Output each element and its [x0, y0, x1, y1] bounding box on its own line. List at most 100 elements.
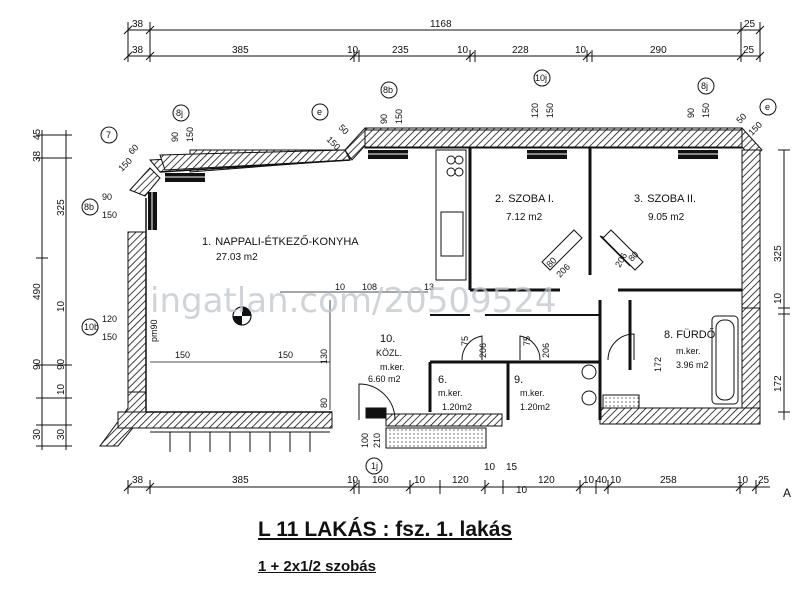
inner-dim: 206: [478, 343, 488, 358]
svg-text:1.NAPPALI-ÉTKEZŐ-KONYHA: 1.NAPPALI-ÉTKEZŐ-KONYHA: [202, 234, 359, 248]
inner-dimension-lines: [150, 291, 428, 410]
dim-top-left: 38: [132, 19, 144, 30]
room-sub: m.ker.: [676, 346, 701, 356]
room-6: 6. m.ker. 1.20m2: [438, 374, 472, 412]
window-dim: 120: [530, 103, 540, 118]
svg-text:2.SZOBA I.: 2.SZOBA I.: [495, 193, 554, 205]
room-sub: m.ker.: [380, 362, 405, 372]
dim-bottom: 40: [596, 475, 608, 486]
window-dim: 150: [116, 156, 134, 174]
corner-mark: A: [783, 486, 792, 500]
kitchen-counter: [435, 149, 467, 281]
inner-dim: 206: [541, 343, 551, 358]
dim-bottom: 10: [484, 462, 496, 473]
inner-dim: 130: [319, 349, 329, 364]
plan-subtitle: 1 + 2x1/2 szobás: [258, 558, 376, 575]
dim-top-right: 25: [744, 19, 756, 30]
plan-title: L 11 LAKÁS : fsz. 1. lakás: [258, 518, 513, 541]
top-dimension-lines: [123, 22, 765, 62]
dim-left: 45: [32, 128, 43, 140]
inner-dim: 75: [460, 336, 470, 346]
window-dim: 90: [102, 192, 112, 202]
window-dim: 150: [102, 332, 117, 342]
dim-top-part: 10: [347, 45, 359, 56]
window-dim: 120: [102, 314, 117, 324]
dim-left: 90: [32, 358, 43, 370]
dim-bottom: 10: [347, 475, 359, 486]
dim-bottom: 10: [610, 475, 622, 486]
window-dim: 150: [325, 134, 343, 152]
window-dim: 50: [337, 122, 351, 136]
inner-dim: 80: [319, 398, 329, 408]
inner-dim: pm90: [149, 319, 159, 342]
window-dim: 50: [734, 111, 748, 125]
dim-top-part: 235: [392, 45, 409, 56]
window-dim: 90: [170, 132, 180, 142]
room-1: 1.NAPPALI-ÉTKEZŐ-KONYHA 27.03 m2: [202, 234, 359, 263]
room-area: 1.20m2: [442, 402, 472, 412]
dim-bottom: 10: [516, 485, 528, 496]
window-tag: 8j: [701, 81, 708, 91]
room-number: 3.: [634, 193, 643, 205]
dim-bottom: 15: [506, 462, 518, 473]
room-name: m.ker.: [438, 388, 463, 398]
inner-dim: 75: [522, 336, 532, 346]
svg-text:8.FÜRDŐ: 8.FÜRDŐ: [664, 327, 716, 341]
bottom-dimension-lines: [123, 480, 770, 494]
dim-top-part: 385: [232, 45, 249, 56]
window-tag: 10b: [84, 322, 99, 332]
room-number: 10.: [380, 333, 395, 345]
dim-top-total: 1168: [430, 19, 452, 30]
room-name: SZOBA I.: [508, 193, 554, 205]
door-leaves: [541, 229, 644, 271]
dim-left: 30: [32, 428, 43, 440]
room-number: 8.: [664, 329, 673, 341]
left-dimension-lines: [36, 130, 72, 450]
inner-dim: 150: [175, 350, 190, 360]
room-area: 9.05 m2: [648, 212, 685, 223]
north-symbol: [232, 306, 252, 326]
dim-top-part: 10: [575, 45, 587, 56]
room-name: m.ker.: [520, 388, 545, 398]
interior-walls: [145, 147, 742, 420]
dim-bottom: 258: [660, 475, 677, 486]
window-dim: 150: [746, 120, 764, 138]
dim-top-part: 10: [457, 45, 469, 56]
window-tag: e: [765, 102, 770, 112]
window-dim: 60: [126, 142, 140, 156]
room-number: 1.: [202, 236, 211, 248]
room-area: 1.20m2: [520, 402, 550, 412]
watermark: ingatlan.com/20509524: [150, 281, 557, 321]
inner-dim: 108: [362, 282, 377, 292]
dim-left: 325: [56, 199, 67, 216]
dim-top-part: 228: [512, 45, 529, 56]
dim-left: 490: [32, 283, 43, 300]
window-dim: 150: [185, 127, 195, 142]
room-area: 7.12 m2: [506, 212, 543, 223]
dim-top-part: 25: [743, 45, 755, 56]
dim-right: 10: [773, 292, 784, 304]
room-10: 10. KÖZL. m.ker. 6.60 m2: [368, 333, 405, 384]
dim-bottom: 10: [414, 475, 426, 486]
svg-text:3.SZOBA II.: 3. SZOBA II.: [634, 193, 696, 205]
inner-dim: 172: [653, 357, 663, 372]
room-number: 6.: [438, 374, 447, 386]
window-dim: 150: [701, 103, 711, 118]
room-name: SZOBA II.: [647, 193, 696, 205]
dim-bottom: 120: [452, 475, 469, 486]
inner-dim: 100: [360, 433, 370, 448]
dim-bottom: 38: [132, 475, 144, 486]
inner-dim: 13: [424, 282, 434, 292]
dim-right: 325: [773, 245, 784, 262]
window-tag: 10j: [535, 73, 547, 83]
dim-bottom: 10: [737, 475, 749, 486]
entry-stairs: [150, 407, 487, 452]
dim-bottom: 25: [758, 475, 770, 486]
room-3: 3. SZOBA II. 9.05 m2: [634, 193, 696, 223]
window-tag: 8b: [84, 202, 94, 212]
window-dim: 150: [545, 103, 555, 118]
room-area: 3.96 m2: [676, 360, 709, 370]
dim-left: 38: [32, 150, 43, 162]
window-tag: 8b: [383, 85, 393, 95]
dim-left: 10: [56, 383, 67, 395]
